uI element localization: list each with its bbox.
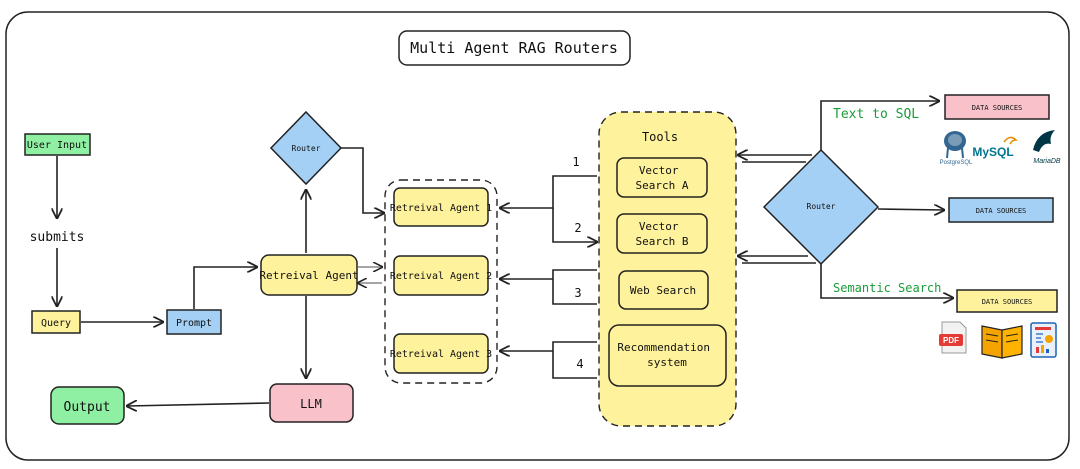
user-input-label: User Input [27, 140, 87, 151]
vector-search-a-line2: Search A [636, 179, 689, 192]
mariadb-logo: MariaDB [1033, 130, 1061, 165]
retrieval-agent-2-label: Retreival Agent 2 [390, 271, 492, 282]
recommendation-line1: Recommendation [617, 341, 710, 354]
router-right-label: Router [807, 202, 836, 211]
data-sources-sql-node: DATA SOURCES [944, 94, 1050, 120]
edge-router-ds2 [877, 209, 944, 210]
route-label-1: 1 [572, 155, 579, 169]
route-label-4: 4 [576, 357, 583, 371]
llm-node: LLM [269, 383, 354, 423]
edge-prompt-retrieval [193, 267, 257, 309]
llm-label: LLM [300, 397, 322, 411]
vector-search-b-line1: Vector [639, 220, 679, 233]
semantic-search-label: Semantic Search [833, 281, 941, 295]
text-to-sql-label: Text to SQL [833, 107, 919, 122]
output-label: Output [64, 400, 111, 415]
retrieval-agent-3-node: Retreival Agent 3 [390, 333, 492, 374]
mysql-logo: MySQL [972, 136, 1018, 159]
user-input-node: User Input [24, 133, 91, 156]
pdf-icon: PDF [939, 321, 967, 354]
router-left-label: Router [292, 144, 321, 153]
book-icon [981, 325, 1023, 359]
recommendation-line2: system [647, 356, 687, 369]
svg-text:Recommendation system: Recommendation system [617, 341, 716, 369]
data-sources-semantic-node: DATA SOURCES [956, 289, 1058, 313]
data-sources-sql-label: DATA SOURCES [972, 104, 1023, 112]
outer-frame [5, 11, 1070, 461]
web-search-label: Web Search [630, 284, 696, 297]
output-node: Output [50, 386, 125, 425]
edge-router-semantic [820, 264, 953, 298]
mariadb-text: MariaDB [1033, 158, 1061, 165]
route-label-3: 3 [574, 286, 581, 300]
vector-search-b-line2: Search B [636, 235, 689, 248]
svg-text:Vector Search B: Vector Search B [636, 220, 689, 248]
prompt-label: Prompt [176, 318, 212, 329]
submits-label: submits [30, 230, 85, 245]
retrieval-agent-1-node: Retreival Agent 1 [390, 187, 492, 227]
router-left-node: Router [269, 110, 343, 186]
query-node: Query [31, 310, 81, 334]
retrieval-agent-label: Retreival Agent [259, 269, 358, 282]
query-label: Query [41, 318, 71, 329]
vector-search-a-node: Vector Search A [616, 157, 708, 198]
retrieval-agent-2-node: Retreival Agent 2 [390, 255, 492, 296]
tools-title: Tools [642, 130, 678, 144]
svg-text:Vector Search A: Vector Search A [636, 164, 689, 192]
edge-llm-output [127, 403, 270, 406]
recommendation-system-node: Recommendation system [608, 324, 727, 387]
edge-router-agent1 [341, 147, 384, 213]
pdf-icon-text: PDF [943, 336, 959, 345]
data-sources-semantic-label: DATA SOURCES [982, 298, 1033, 306]
elephant-icon [944, 131, 966, 159]
dolphin-icon [1003, 136, 1018, 145]
vector-search-b-node: Vector Search B [616, 213, 708, 254]
data-sources-middle-label: DATA SOURCES [976, 207, 1027, 215]
web-search-node: Web Search [618, 270, 709, 310]
title-box: Multi Agent RAG Routers [398, 30, 631, 66]
retrieval-agent-node: Retreival Agent [259, 254, 359, 296]
edge-route-2 [552, 208, 597, 242]
edge-route-3 [500, 270, 597, 305]
mysql-text: MySQL [972, 145, 1013, 159]
report-icon [1030, 322, 1057, 358]
title-text: Multi Agent RAG Routers [410, 39, 618, 57]
postgresql-logo: PostgreSQL [940, 131, 973, 166]
retrieval-agents-group [384, 179, 498, 384]
retrieval-agent-1-label: Retreival Agent 1 [390, 203, 492, 214]
edge-router-sql [820, 101, 939, 150]
edge-route-4 [500, 342, 597, 379]
prompt-node: Prompt [166, 309, 222, 335]
seal-icon [1033, 130, 1055, 152]
data-sources-middle-node: DATA SOURCES [948, 197, 1054, 223]
edge-route-1 [500, 175, 597, 208]
postgresql-text: PostgreSQL [940, 160, 973, 166]
retrieval-agent-3-label: Retreival Agent 3 [390, 349, 492, 360]
vector-search-a-line1: Vector [639, 164, 679, 177]
route-label-2: 2 [574, 221, 581, 235]
